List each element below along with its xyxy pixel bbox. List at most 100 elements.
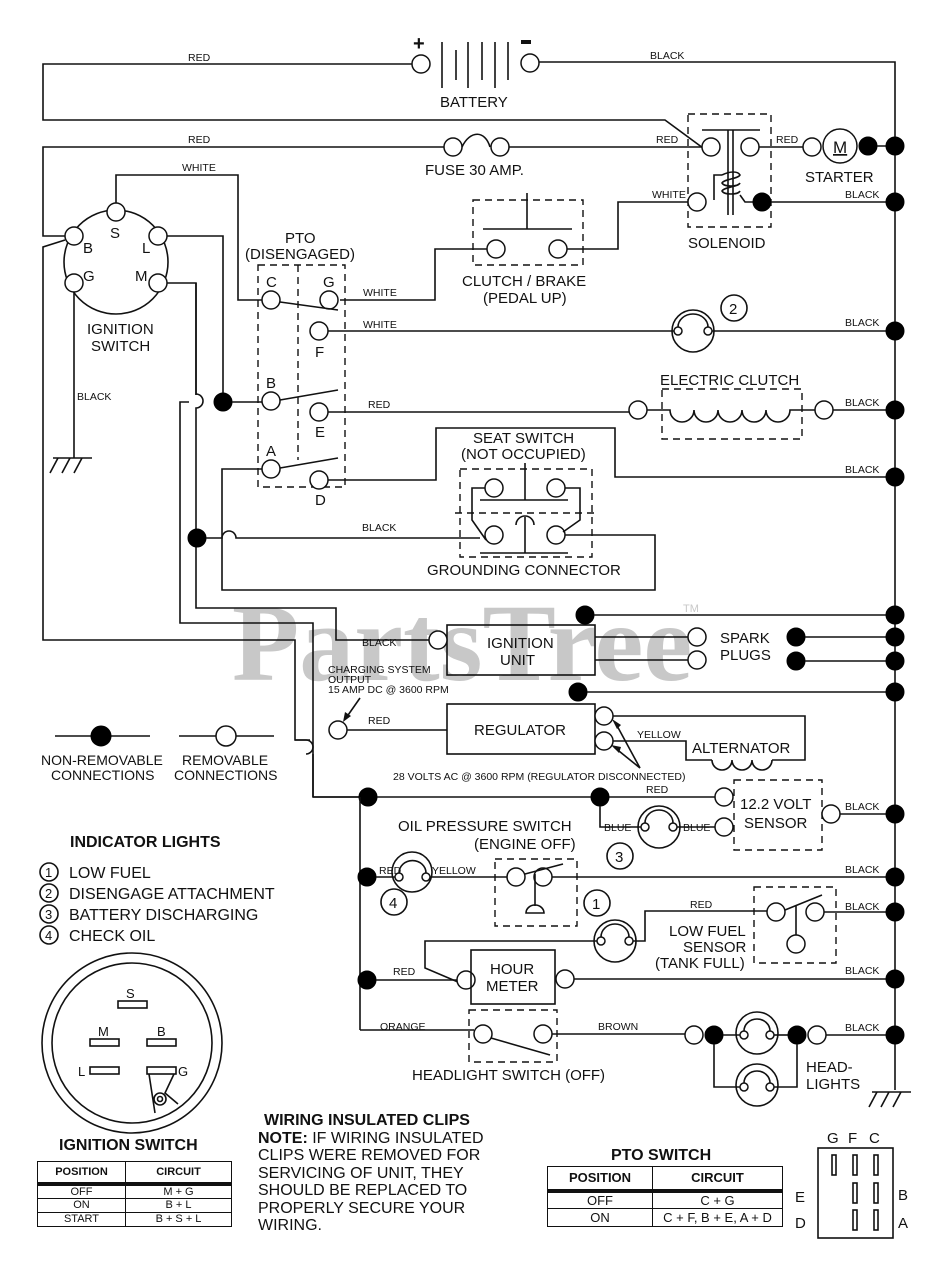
table-cell: C + F, B + E, A + D: [652, 1208, 783, 1227]
fuse: FUSE 30 AMP.: [425, 133, 524, 179]
face-terminal-b: B: [157, 1024, 166, 1039]
pto-face-c: C: [869, 1130, 880, 1147]
pto-table-title: PTO SWITCH: [611, 1147, 712, 1164]
spark-plugs: SPARK PLUGS: [687, 627, 806, 671]
face-terminal-g: G: [178, 1064, 188, 1079]
alternator: ALTERNATOR 28 VOLTS AC @ 3600 RPM (REGUL…: [393, 715, 806, 783]
starter-motor-icon: M: [833, 138, 847, 157]
indicator-lamp-4: 4: [380, 851, 433, 916]
wire-label: BLACK: [845, 189, 879, 201]
ign-terminal-l: L: [142, 240, 150, 257]
clutch-brake-sublabel: (PEDAL UP): [483, 290, 567, 307]
low-fuel-sensor-label-3: (TANK FULL): [655, 955, 745, 972]
pto-face-g: G: [827, 1130, 839, 1147]
volt-sensor: 12.2 VOLT SENSOR: [714, 779, 841, 851]
table-cell: C + G: [652, 1190, 783, 1209]
pto-terminal-g: G: [323, 274, 335, 291]
legend-label: REMOVABLE: [182, 752, 268, 768]
note-line: PROPERLY SECURE YOUR: [258, 1199, 466, 1217]
pto-face-e: E: [795, 1189, 805, 1206]
table-header: CIRCUIT: [652, 1166, 783, 1193]
wire-label: BLACK: [845, 1022, 879, 1034]
lamp-number-4: 4: [389, 895, 397, 912]
legend-non-removable: NON-REMOVABLE CONNECTIONS: [41, 725, 163, 783]
hour-meter-label-2: METER: [486, 978, 539, 995]
pto-face-f: F: [848, 1130, 857, 1147]
ignition-unit: IGNITION UNIT: [428, 624, 596, 676]
wire-label: BLACK: [845, 901, 879, 913]
wire-label: BLUE: [604, 822, 631, 834]
pto-table: POSITION CIRCUIT OFF C + G ON C + F, B +…: [547, 1166, 783, 1227]
ignition-unit-label: IGNITION: [487, 635, 554, 652]
solenoid-label: SOLENOID: [688, 235, 766, 252]
ign-terminal-b: B: [83, 240, 93, 257]
pto-terminal-b: B: [266, 375, 276, 392]
wire-label: YELLOW: [637, 729, 681, 741]
ground-icon: [49, 457, 92, 474]
table-row: ON C + F, B + E, A + D: [547, 1208, 783, 1227]
starter-label: STARTER: [805, 169, 874, 186]
lamp-number-2: 2: [729, 301, 737, 318]
table-row: OFF M + G: [37, 1183, 232, 1199]
ignition-switch: S B L G M IGNITION SWITCH: [63, 202, 169, 355]
indicator-item: 2 DISENGAGE ATTACHMENT: [39, 883, 275, 903]
wire-label: RED: [776, 134, 799, 146]
charging-note-2: OUTPUT: [328, 674, 372, 686]
pto-sublabel: (DISENGAGED): [245, 246, 355, 263]
indicator-item: 3 BATTERY DISCHARGING: [39, 904, 258, 924]
wire-label: ORANGE: [380, 1021, 426, 1033]
wire-label: RED: [646, 784, 669, 796]
wire-label: BLACK: [845, 801, 879, 813]
wire-label: RED: [690, 899, 713, 911]
fuse-label: FUSE 30 AMP.: [425, 162, 524, 179]
spark-plugs-label-2: PLUGS: [720, 647, 771, 664]
indicator-label: CHECK OIL: [69, 928, 155, 945]
pto-switch-face: G F C E D B A: [795, 1130, 908, 1239]
indicator-label: LOW FUEL: [69, 865, 151, 882]
pto-switch: C G F B E A D PTO (DISENGAGED): [245, 230, 355, 509]
low-fuel-sensor-label: LOW FUEL: [669, 923, 746, 940]
lamp-number-3: 3: [615, 849, 623, 866]
wire-label: WHITE: [363, 287, 397, 299]
seat-switch: SEAT SWITCH (NOT OCCUPIED) GROUNDING CON…: [427, 430, 621, 579]
wire-label: BLACK: [845, 397, 879, 409]
note-line: CLIPS WERE REMOVED FOR: [258, 1147, 481, 1164]
table-cell: B + L: [125, 1197, 232, 1213]
ignition-switch-label-2: SWITCH: [91, 338, 150, 355]
battery: + BATTERY: [411, 33, 540, 111]
headlight-switch: HEADLIGHT SWITCH (OFF): [412, 1009, 605, 1084]
battery-positive-terminal: [411, 54, 431, 74]
table-header: CIRCUIT: [125, 1161, 232, 1186]
pto-face-b: B: [898, 1187, 908, 1204]
indicator-lamp-3: 3: [606, 805, 681, 870]
wire-label: RED: [188, 52, 211, 64]
seat-switch-label: SEAT SWITCH: [473, 430, 574, 447]
legend-label-2: CONNECTIONS: [51, 767, 154, 783]
clips-note-title: WIRING INSULATED CLIPS: [264, 1112, 470, 1129]
wire-label: BLACK: [77, 391, 111, 403]
ign-terminal-g: G: [83, 268, 95, 285]
pto-face-a: A: [898, 1215, 908, 1232]
face-terminal-l: L: [78, 1064, 85, 1079]
oil-pressure-switch-label: OIL PRESSURE SWITCH: [398, 818, 572, 835]
indicator-number: 3: [45, 907, 52, 922]
low-fuel-sensor-label-2: SENSOR: [683, 939, 747, 956]
wire-label: BLACK: [845, 317, 879, 329]
wire-label: RED: [368, 715, 391, 727]
note-label: NOTE:: [258, 1129, 308, 1147]
indicator-label: BATTERY DISCHARGING: [69, 907, 258, 924]
table-cell: B + S + L: [125, 1211, 232, 1227]
regulator-label: REGULATOR: [474, 722, 566, 739]
ground-icon: [868, 1091, 911, 1108]
indicator-lamp-1: [593, 919, 637, 963]
face-terminal-m: M: [98, 1024, 109, 1039]
clutch-brake-label: CLUTCH / BRAKE: [462, 273, 586, 290]
headlight-switch-label: HEADLIGHT SWITCH (OFF): [412, 1067, 605, 1084]
wire-label: BLACK: [362, 522, 396, 534]
volt-sensor-label: 12.2 VOLT: [740, 796, 811, 813]
legend-label: NON-REMOVABLE: [41, 752, 163, 768]
electric-clutch-label: ELECTRIC CLUTCH: [660, 372, 799, 389]
table-cell: ON: [547, 1208, 653, 1227]
table-cell: START: [37, 1211, 126, 1227]
